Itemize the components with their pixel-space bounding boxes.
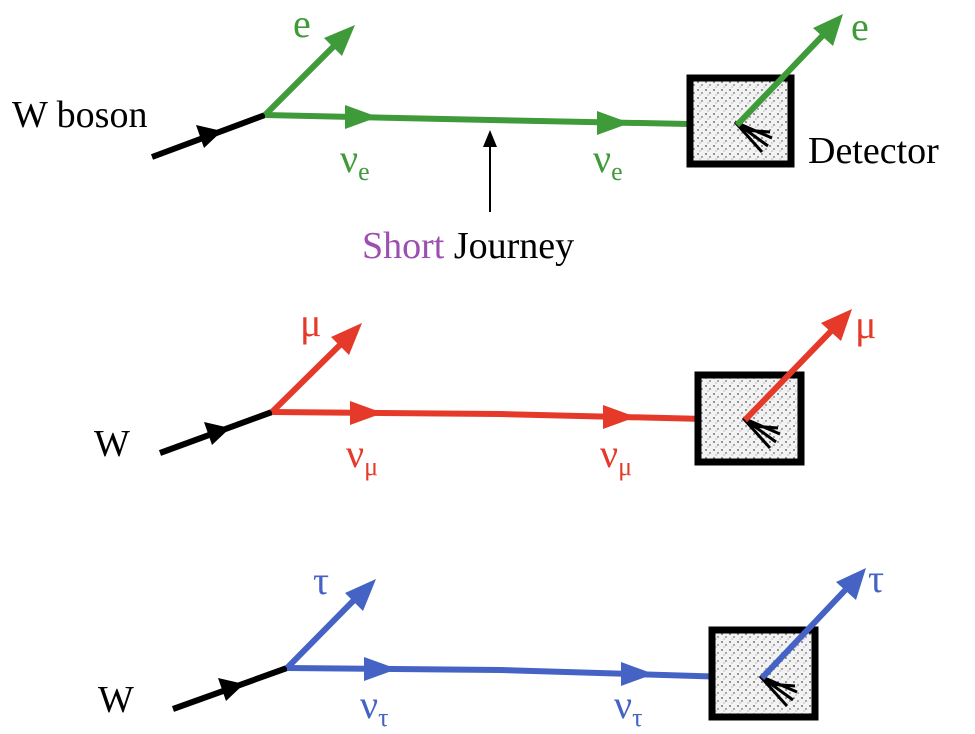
detector-electron-label: e	[851, 4, 869, 49]
detector-hit-shower	[758, 674, 798, 708]
tau-neutrino-path	[286, 665, 763, 681]
journey-pointer-arrowhead	[483, 130, 497, 147]
neutrino-arrowhead-1	[364, 657, 397, 681]
muon-neutrino-path	[271, 409, 746, 423]
nu-subscript: e	[358, 157, 370, 186]
detector-muon-line	[742, 323, 839, 423]
detector-label: Detector	[808, 130, 939, 172]
electron-neutrino-path	[264, 112, 738, 128]
muon-neutrino-label-2: νμ	[600, 431, 632, 481]
w-arrowhead	[218, 678, 244, 701]
detector-tau-line	[759, 582, 853, 681]
journey-word-journey: Journey	[454, 225, 574, 267]
nu-symbol: ν	[600, 431, 618, 476]
w-arrowhead	[204, 422, 230, 445]
muon-line	[269, 337, 348, 415]
muon-neutrino-label-1: νμ	[346, 431, 378, 481]
tau-neutrino-label-1: ντ	[360, 682, 389, 732]
electron-row: W boson e e νe νe Detector Short Journey	[12, 1, 939, 267]
tau-neutrino-label-2: ντ	[614, 682, 643, 732]
detector-box	[708, 626, 819, 721]
nu-symbol: ν	[340, 136, 358, 181]
journey-space	[444, 225, 454, 267]
tau-row: W τ τ ντ ντ	[98, 556, 884, 732]
nu-symbol: ν	[346, 431, 364, 476]
detector-tau-label: τ	[868, 556, 884, 601]
nu-symbol: ν	[614, 682, 632, 727]
detector-hit-shower	[741, 416, 781, 450]
nu-subscript: μ	[364, 452, 378, 481]
electron-line	[262, 39, 341, 118]
w-boson-arrowhead	[196, 125, 222, 148]
w-boson-label: W boson	[12, 94, 147, 136]
journey-note: Short Journey	[362, 225, 574, 267]
muon-label: μ	[300, 300, 321, 345]
detector-muon-label: μ	[855, 302, 876, 347]
w-label: W	[94, 423, 130, 465]
detector-electron-arrowhead	[813, 14, 843, 46]
tau-line	[284, 593, 361, 671]
neutrino-arrowhead-1	[345, 105, 378, 129]
muon-arrowhead	[331, 323, 362, 355]
neutrino-arrowhead-2	[603, 405, 636, 429]
neutrino-arrowhead-1	[350, 401, 383, 425]
nu-symbol: ν	[360, 682, 378, 727]
detector-muon-arrowhead	[821, 309, 852, 341]
tau-arrowhead	[345, 579, 376, 611]
w-label: W	[98, 679, 134, 721]
neutrino-arrowhead-2	[621, 662, 654, 686]
nu-subscript: e	[611, 157, 623, 186]
neutrino-arrowhead-2	[597, 111, 630, 135]
muon-row: W μ μ νμ νμ	[94, 300, 876, 481]
nu-symbol: ν	[593, 136, 611, 181]
tau-label: τ	[313, 558, 329, 603]
detector-tau-arrowhead	[836, 568, 866, 600]
electron-neutrino-label-2: νe	[593, 136, 623, 186]
electron-label: e	[293, 1, 311, 46]
nu-subscript: τ	[378, 703, 388, 732]
electron-neutrino-label-1: νe	[340, 136, 370, 186]
electron-arrowhead	[324, 25, 355, 56]
nu-subscript: τ	[632, 703, 642, 732]
journey-word-short: Short	[362, 225, 445, 267]
nu-subscript: μ	[618, 452, 632, 481]
detector-electron-line	[734, 27, 831, 128]
